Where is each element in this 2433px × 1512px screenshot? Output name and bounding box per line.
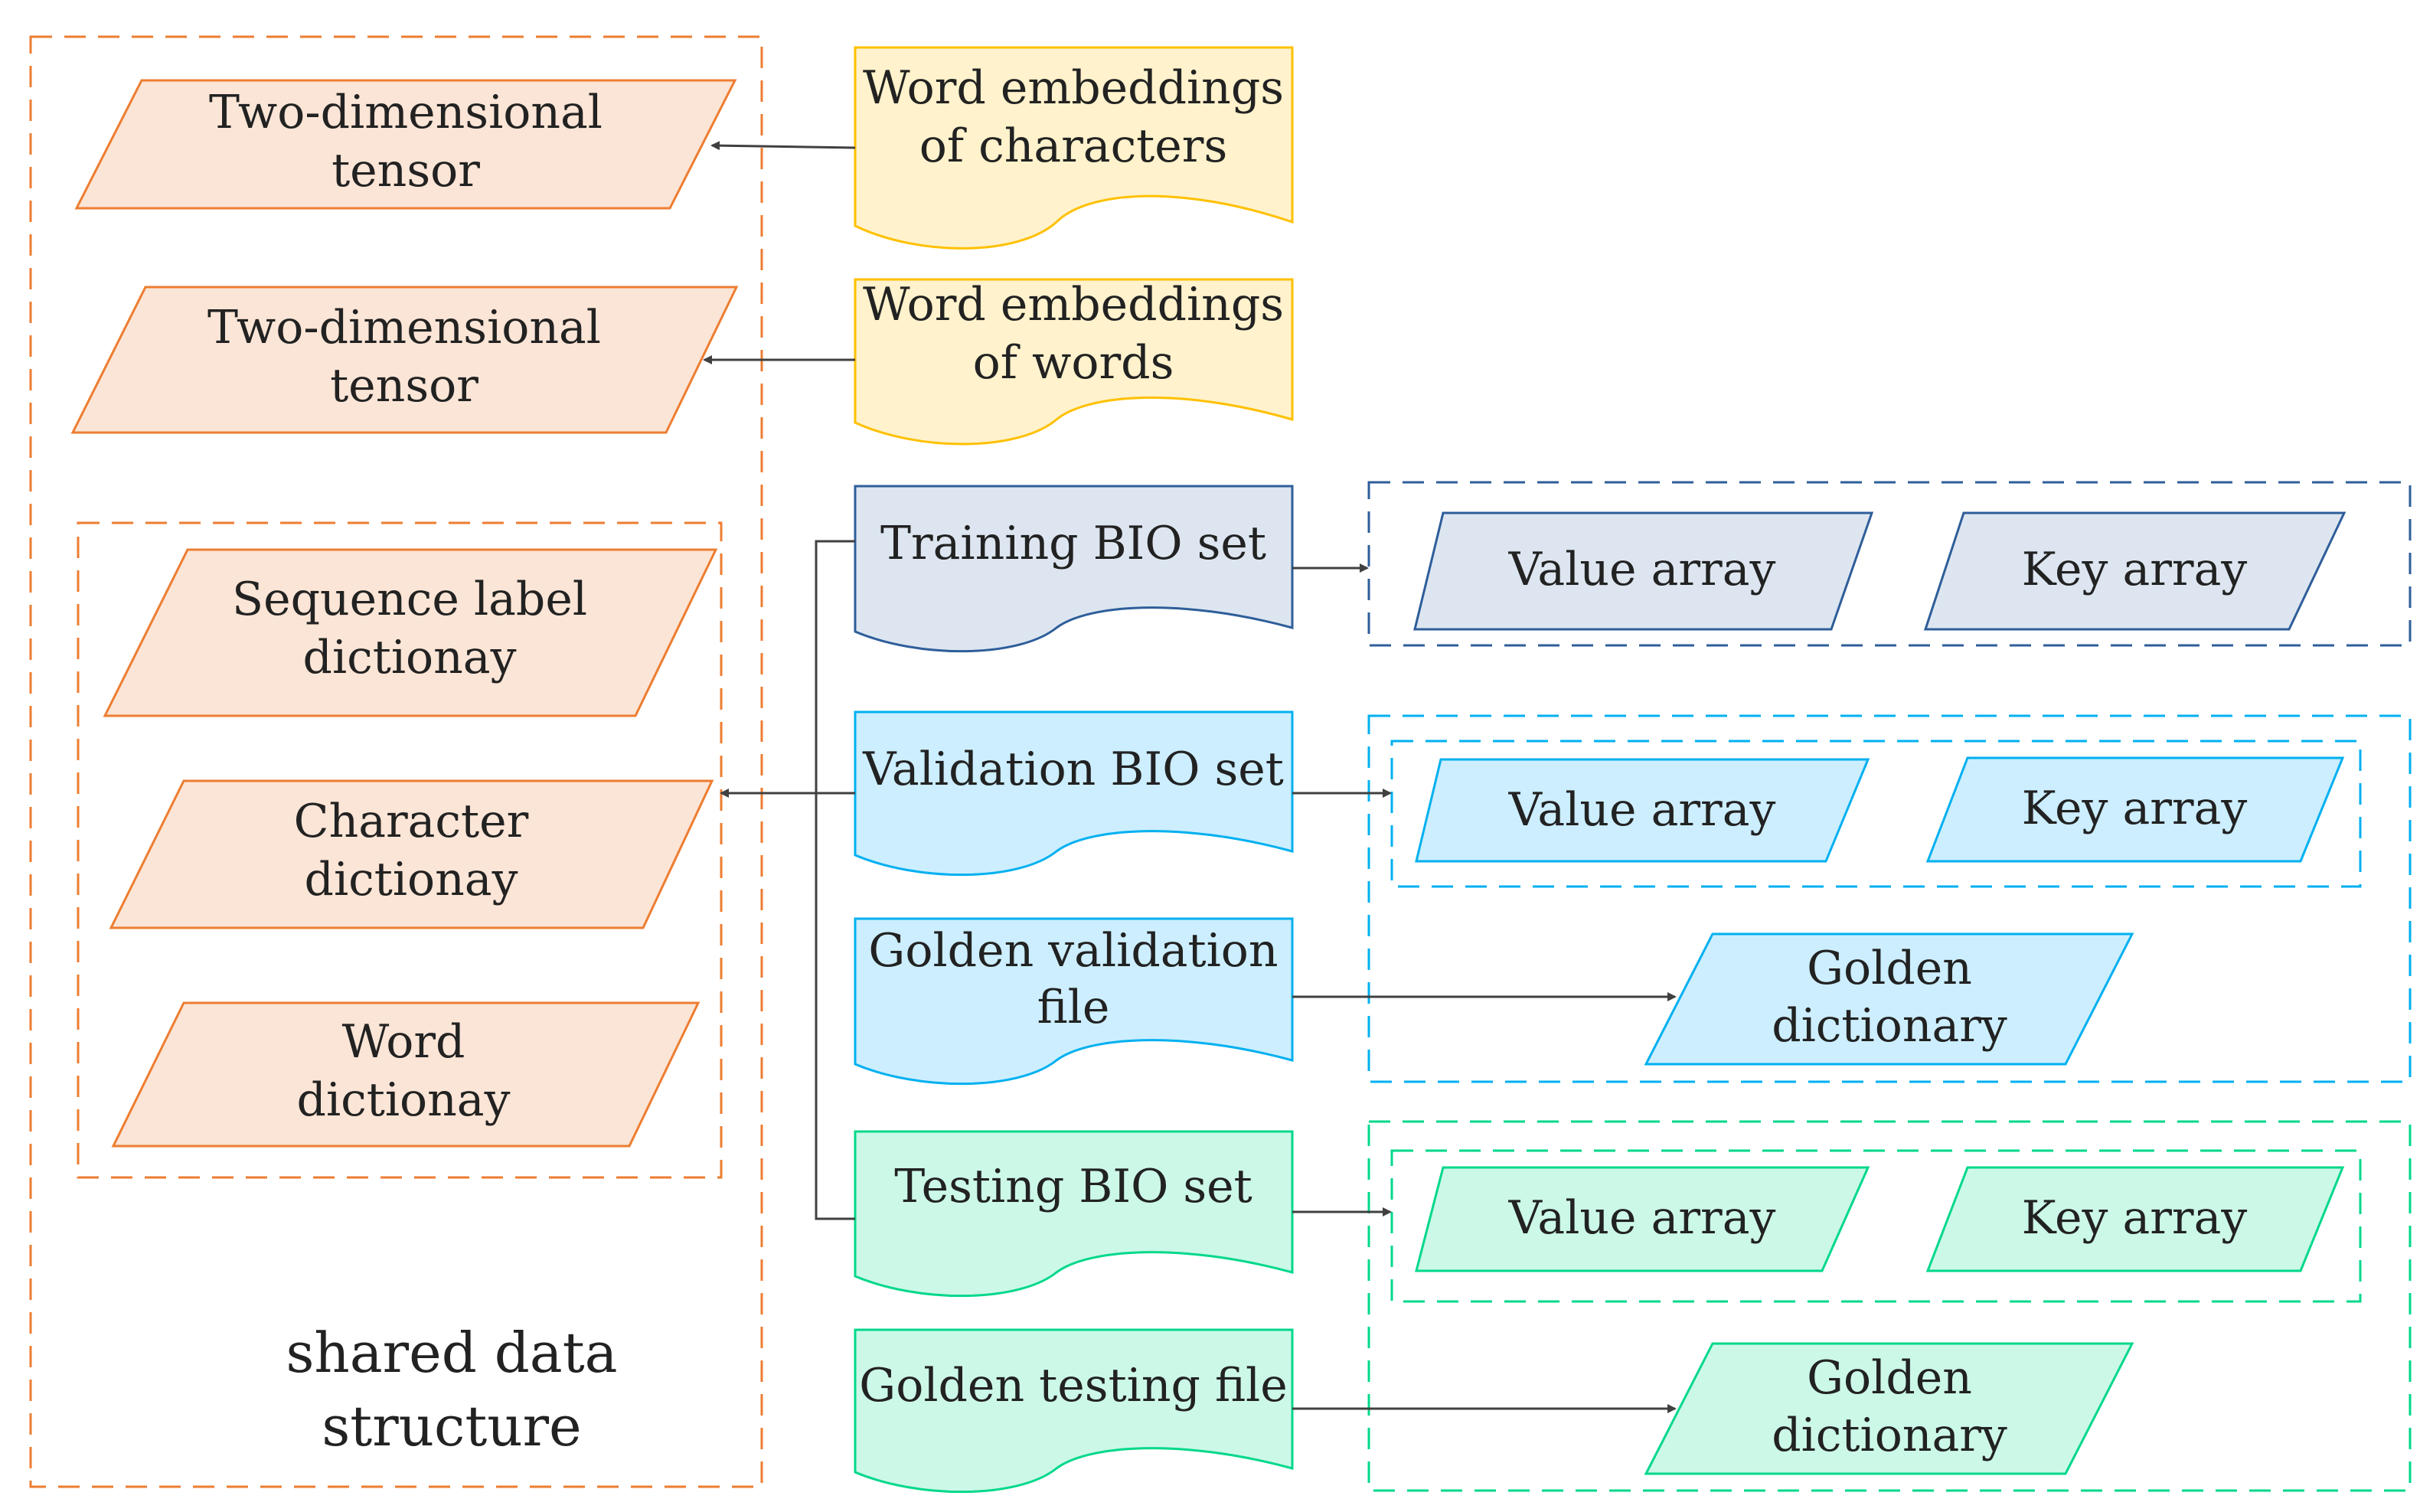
training-value-array-label: Value array [1508,543,1776,596]
training-value-array-node: Value array [1413,511,1874,631]
validation-golden-dictionary-node: Golden dictionary [1644,932,2134,1066]
char-dict-line2: dictionay [305,853,518,906]
emb-char-line2: of characters [919,119,1228,173]
tensor-char-node: Two-dimensional tensor [74,79,737,210]
validation-value-array-label: Value array [1508,783,1776,837]
validation-bio-set-doc: Validation BIO set [854,710,1294,877]
testing-key-array-label: Key array [2022,1191,2248,1245]
golden-validation-line1: Golden validation [868,924,1278,978]
word-dict-line1: Word [342,1015,465,1069]
validation-output-container [1367,714,2412,1083]
training-bio-label: Training BIO set [880,517,1266,570]
word-dictionary-node: Word dictionay [111,1001,701,1148]
training-key-array-label: Key array [2022,543,2248,596]
emb-word-line1: Word embeddings [863,278,1284,331]
emb-char-line1: Word embeddings [863,61,1284,115]
testing-golden-line1: Golden [1807,1351,1972,1405]
arrow-emb-char-to-tensor [710,141,856,151]
golden-validation-file-doc: Golden validation file [854,917,1294,1086]
tensor-word-line2: tensor [330,359,478,413]
shared-structure-title-line1: shared data [286,1321,617,1385]
dictionary-group-container [77,521,723,1179]
word-embeddings-characters-doc: Word embeddings of characters [854,46,1294,250]
sequence-label-dictionary-node: Sequence label dictionay [103,548,718,717]
validation-value-array-node: Value array [1415,758,1870,863]
emb-word-line2: of words [973,336,1174,390]
validation-key-array-label: Key array [2022,782,2248,835]
testing-bio-label: Testing BIO set [894,1160,1252,1213]
testing-golden-line2: dictionary [1772,1409,2007,1462]
testing-value-array-node: Value array [1415,1166,1870,1272]
seq-dict-line2: dictionay [303,631,517,684]
tensor-char-line1: Two-dimensional [209,86,603,139]
character-dictionary-node: Character dictionay [109,779,714,929]
training-key-array-node: Key array [1923,511,2346,631]
tensor-word-node: Two-dimensional tensor [70,286,739,434]
seq-dict-line1: Sequence label [232,573,587,626]
testing-output-container [1367,1120,2412,1492]
testing-array-group [1390,1149,2362,1303]
tensor-word-line1: Two-dimensional [207,301,601,354]
golden-validation-line2: file [1037,981,1110,1034]
testing-bio-set-doc: Testing BIO set [854,1130,1294,1298]
testing-value-array-label: Value array [1508,1191,1776,1245]
validation-array-group [1390,740,2362,888]
golden-testing-file-doc: Golden testing file [854,1328,1294,1494]
validation-golden-line1: Golden [1807,942,1972,995]
testing-golden-dictionary-node: Golden dictionary [1644,1342,2134,1475]
shared-data-structure-container [29,35,763,1488]
testing-key-array-node: Key array [1925,1166,2345,1272]
tensor-char-line2: tensor [331,144,480,198]
connector-bio-bus [815,540,855,1220]
validation-golden-line2: dictionary [1772,999,2007,1053]
char-dict-line1: Character [294,795,529,848]
shared-structure-title-line2: structure [322,1394,581,1458]
golden-testing-label: Golden testing file [859,1359,1287,1412]
training-bio-set-doc: Training BIO set [854,485,1294,653]
training-output-container [1367,481,2412,647]
word-embeddings-words-doc: Word embeddings of words [854,278,1294,446]
word-dict-line2: dictionay [297,1073,511,1127]
validation-bio-label: Validation BIO set [862,743,1284,796]
validation-key-array-node: Key array [1925,756,2345,863]
